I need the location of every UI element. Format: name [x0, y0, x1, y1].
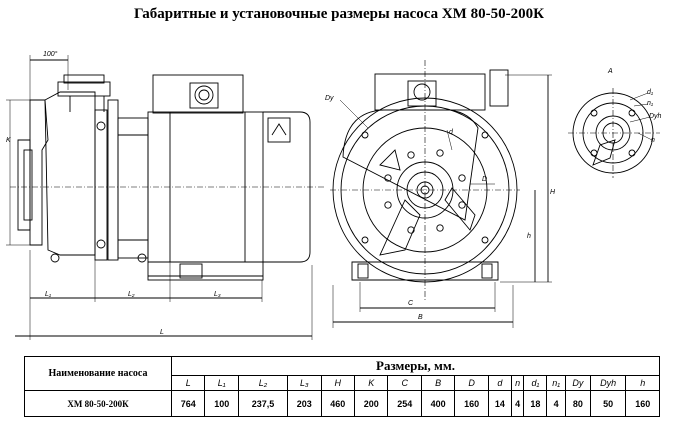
view-a-label: A [607, 68, 613, 75]
col-header: h [625, 375, 660, 391]
value-cell: 100 [204, 390, 239, 417]
l-label: L [160, 329, 164, 336]
col-header: L [170, 375, 206, 391]
col-header: K [353, 375, 389, 391]
n-label: n [651, 137, 655, 144]
value-cell: 50 [589, 390, 627, 417]
col-header: B [420, 375, 456, 391]
l1-label: L₁ [45, 291, 52, 298]
table-row: ХМ 80-50-200К 764 100 237,5 203 460 200 … [24, 390, 660, 417]
col-header: D [454, 375, 489, 391]
c-label: C [408, 300, 414, 307]
angle-label: 100° [43, 50, 58, 58]
col-header: d [487, 375, 512, 391]
col-header: C [387, 375, 422, 391]
d1-label: d₁ [647, 89, 654, 96]
d-label: D [482, 176, 487, 183]
d-small-label: d [449, 129, 454, 136]
value-cell: 160 [454, 390, 489, 417]
pump-drawing: 100° K L₁ L₂ L₃ L [6, 50, 662, 340]
col-header: n [510, 375, 525, 391]
h-label: H [550, 189, 556, 196]
value-cell: 4 [546, 390, 566, 417]
value-cell: 203 [287, 390, 322, 417]
du-label: Dу [325, 95, 334, 102]
col-header: n₁ [546, 375, 566, 391]
col-header: H [320, 375, 356, 391]
side-view [6, 55, 325, 340]
value-cell: 400 [420, 390, 456, 417]
value-cell: 237,5 [237, 390, 289, 417]
n1-label: n₁ [647, 100, 654, 107]
h-small-label: h [527, 233, 531, 240]
value-cell: 14 [487, 390, 512, 417]
front-view [330, 60, 552, 328]
l3-label: L₃ [214, 291, 221, 298]
col-header: L₂ [237, 375, 289, 391]
dimensions-table: Наименование насоса Размеры, мм. L L₁ L₂… [24, 356, 660, 417]
value-cell: 254 [387, 390, 422, 417]
b-label: B [418, 314, 423, 321]
duh-label: Dуh [649, 113, 662, 120]
col-header: Dу [564, 375, 591, 391]
value-cell: 18 [523, 390, 548, 417]
value-cell: 4 [510, 390, 525, 417]
value-cell: 764 [170, 390, 206, 417]
name-header: Наименование насоса [24, 356, 172, 391]
k-label: K [6, 137, 11, 144]
col-header: Dуh [589, 375, 627, 391]
value-cell: 200 [353, 390, 389, 417]
col-header: d₁ [523, 375, 548, 391]
value-cell: 80 [564, 390, 591, 417]
dims-header: Размеры, мм. [171, 356, 660, 376]
value-cell: 160 [625, 390, 660, 417]
view-a [568, 88, 660, 178]
col-header: L₁ [204, 375, 239, 391]
page-title: Габаритные и установочные размеры насоса… [134, 6, 544, 22]
pump-name-cell: ХМ 80-50-200К [24, 390, 172, 417]
l2-label: L₂ [128, 291, 135, 298]
value-cell: 460 [320, 390, 356, 417]
col-header: L₃ [287, 375, 322, 391]
